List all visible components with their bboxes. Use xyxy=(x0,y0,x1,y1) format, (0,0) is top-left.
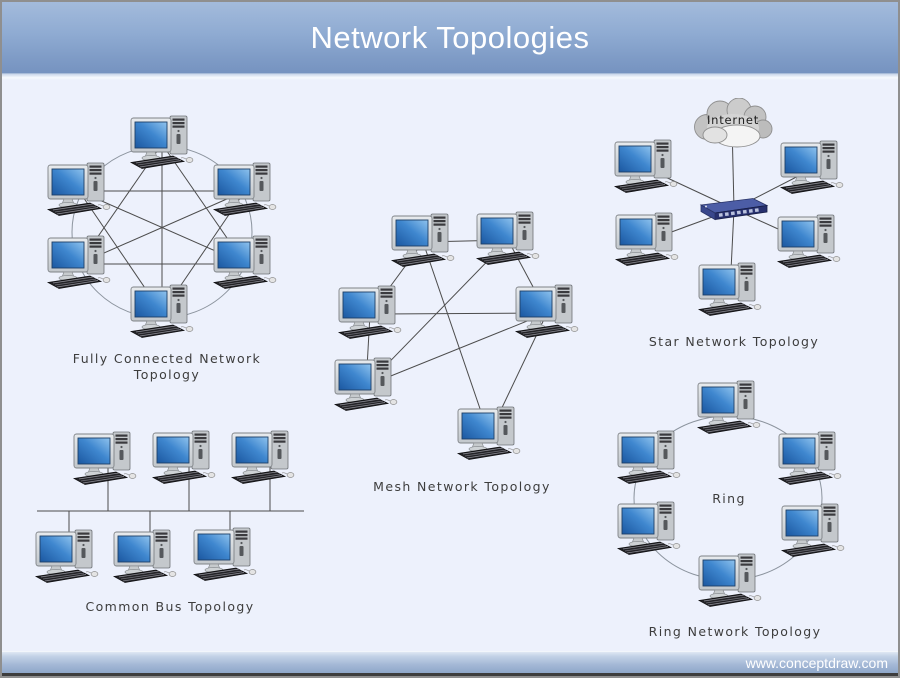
computer-icon xyxy=(47,235,111,289)
label-fully-connected-topology: Fully Connected Network Topology xyxy=(72,351,262,382)
computer-icon xyxy=(391,213,455,267)
label-mesh-topology: Mesh Network Topology xyxy=(373,479,551,494)
computer-icon xyxy=(231,430,295,484)
computer-icon xyxy=(130,115,194,169)
computer-icon xyxy=(193,527,257,581)
topology-ring xyxy=(617,380,845,607)
computer-icon xyxy=(338,285,402,339)
computer-icon xyxy=(698,262,762,316)
network-switch-icon xyxy=(700,198,768,220)
header-divider xyxy=(2,74,898,80)
computer-icon xyxy=(457,406,521,460)
computer-icon xyxy=(130,284,194,338)
computer-icon xyxy=(47,162,111,216)
computer-icon xyxy=(334,357,398,411)
computer-icon xyxy=(515,284,579,338)
computer-icon xyxy=(617,501,681,555)
page-title: Network Topologies xyxy=(310,19,590,55)
computer-icon xyxy=(476,211,540,265)
topology-mesh xyxy=(334,211,579,460)
label-common-bus-topology: Common Bus Topology xyxy=(85,599,255,614)
computer-icon xyxy=(778,431,842,485)
computer-icon xyxy=(113,529,177,583)
connection-line xyxy=(365,312,548,387)
header: Network Topologies xyxy=(2,2,898,74)
label-star-topology: Star Network Topology xyxy=(648,334,820,349)
label-ring-topology: Ring Network Topology xyxy=(648,624,822,639)
internet-label: Internet xyxy=(706,113,760,127)
topology-fully-connected xyxy=(47,115,277,338)
computer-icon xyxy=(777,214,841,268)
topology-common-bus xyxy=(35,430,304,583)
topology-star xyxy=(614,123,844,316)
computer-icon xyxy=(614,139,678,193)
computer-icon xyxy=(73,431,137,485)
computer-icon xyxy=(213,162,277,216)
computer-icon xyxy=(152,430,216,484)
connection-line xyxy=(422,241,490,436)
computer-icon xyxy=(698,553,762,607)
footer-url: www.conceptdraw.com xyxy=(745,654,888,671)
internet-cloud: Internet xyxy=(687,97,779,152)
computer-icon xyxy=(213,235,277,289)
internet-cloud-icon xyxy=(694,97,773,148)
computer-icon xyxy=(617,430,681,484)
footer: www.conceptdraw.com xyxy=(2,651,898,676)
label-ring-center: Ring xyxy=(712,491,746,506)
computer-icon xyxy=(697,380,761,434)
computer-icon xyxy=(615,212,679,266)
computer-icon xyxy=(780,140,844,194)
computer-icon xyxy=(781,503,845,557)
computer-icon xyxy=(35,529,99,583)
